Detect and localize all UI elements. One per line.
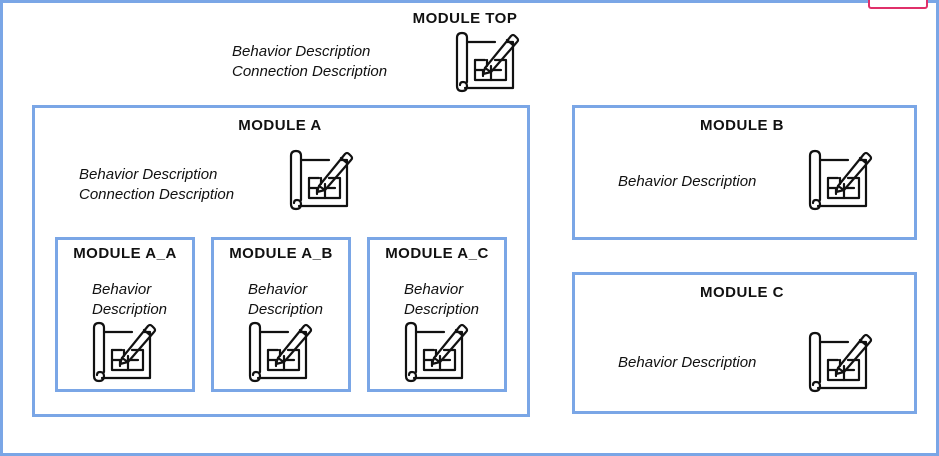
module-a-a-description: Behavior Description [92,280,167,320]
behavior-description-text: Behavior Description [79,166,218,183]
module-top-title: MODULE TOP [412,10,518,27]
connection-description-text: Connection Description [79,186,235,203]
blueprint-pencil-icon [803,330,875,394]
module-a-b-description: Behavior Description [248,280,323,320]
blueprint-pencil-icon [87,320,159,384]
description-text: Description [248,301,324,318]
module-a-b-title: MODULE A_B [229,245,333,262]
module-c-title: MODULE C [700,284,784,301]
module-top-description: Behavior Description Connection Descript… [232,42,387,82]
module-a-c-box [367,237,507,392]
behavior-text: Behavior [248,281,308,298]
module-a-a-box [55,237,195,392]
blueprint-pencil-icon [450,30,522,94]
corner-tag [868,0,928,9]
module-a-title: MODULE A [238,117,322,134]
module-a-b-box [211,237,351,392]
connection-description-text: Connection Description [232,63,388,80]
module-c-description: Behavior Description [618,354,757,371]
module-b-title: MODULE B [700,117,784,134]
description-text: Description [92,301,168,318]
behavior-text: Behavior [404,281,464,298]
behavior-text: Behavior [92,281,152,298]
description-text: Description [404,301,480,318]
behavior-description-text: Behavior Description [232,43,371,60]
module-b-description: Behavior Description [618,173,757,190]
module-a-description: Behavior Description Connection Descript… [79,165,234,205]
blueprint-pencil-icon [284,148,356,212]
module-a-c-description: Behavior Description [404,280,479,320]
blueprint-pencil-icon [803,148,875,212]
blueprint-pencil-icon [243,320,315,384]
module-a-a-title: MODULE A_A [73,245,177,262]
module-a-c-title: MODULE A_C [385,245,489,262]
blueprint-pencil-icon [399,320,471,384]
